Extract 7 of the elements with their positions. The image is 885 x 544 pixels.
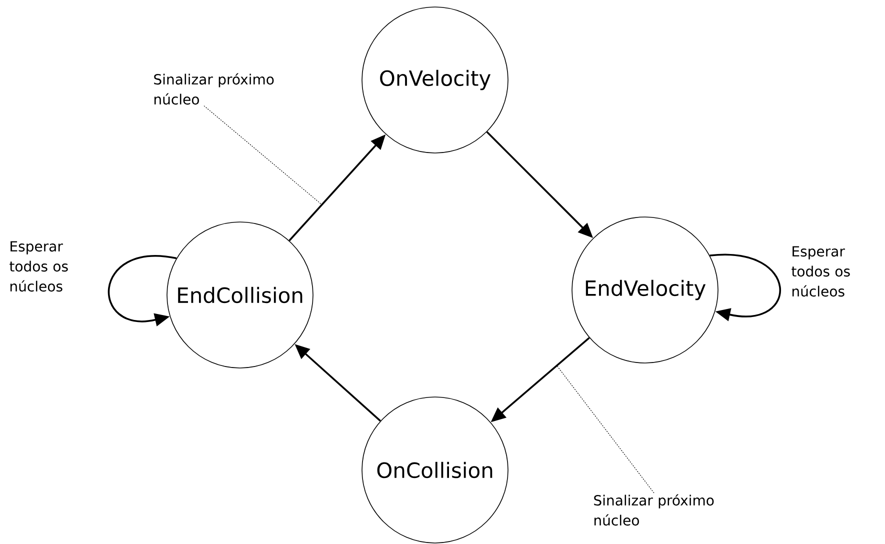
edge-label: Esperar todos os núcleos [10, 241, 68, 292]
edge-label: Esperar todos os núcleos [792, 246, 850, 297]
leader-line [556, 365, 654, 494]
note-text: Sinalizar próximo núcleo [154, 73, 274, 105]
leader-line [204, 106, 322, 205]
note-text: Sinalizar próximo núcleo [594, 494, 714, 526]
loop-arrow [710, 254, 781, 322]
